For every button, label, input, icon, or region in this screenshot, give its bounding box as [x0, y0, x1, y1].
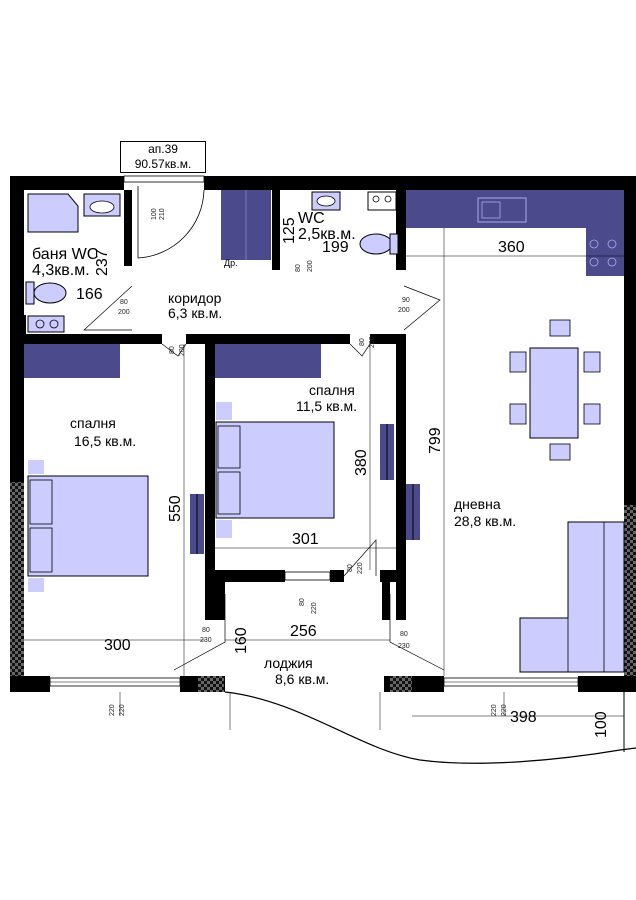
dr-label: Др. [224, 258, 238, 268]
dim-100: 100 [593, 711, 610, 738]
radiators [190, 424, 420, 554]
interior-walls [20, 190, 406, 620]
opening-2-w: 80 [120, 299, 128, 306]
dim-301: 301 [292, 531, 319, 548]
kitchen-fixtures [477, 197, 617, 267]
loggia-name: лоджия [264, 655, 313, 671]
entry-door [123, 175, 205, 259]
bath-area: 4,3кв.м. [32, 262, 90, 279]
opening-3-h: 200 [307, 260, 314, 272]
opening-10-h: 230 [398, 643, 410, 650]
living-area: 28,8 кв.м. [454, 513, 516, 529]
dim-550: 550 [167, 495, 184, 522]
opening-4-h: 200 [398, 307, 410, 314]
dim-380: 380 [353, 449, 370, 476]
opening-2-h: 200 [118, 309, 130, 316]
opening-8-h: 220 [311, 602, 318, 614]
opening-dimensions: 100 210 80 200 80 200 90 200 80 200 80 2… [109, 208, 508, 716]
dim-256: 256 [290, 623, 317, 640]
exterior-walls [10, 176, 636, 692]
opening-4-w: 90 [402, 297, 410, 304]
wardrobes [24, 190, 624, 378]
dining-table [509, 319, 601, 461]
dim-125: 125 [281, 217, 298, 244]
opening-1-w: 100 [151, 208, 158, 220]
opening-10-w: 80 [400, 631, 408, 638]
sofa [519, 521, 625, 673]
wc-area: 2,5кв.м. [298, 226, 356, 243]
opening-11-w: 220 [109, 704, 116, 716]
apartment-number: ап.39 [148, 142, 178, 156]
apartment-area: 90.57кв.м. [134, 157, 192, 171]
bed-bedroom1 [27, 460, 149, 592]
opening-3-w: 80 [295, 264, 302, 272]
dim-166: 166 [76, 286, 103, 303]
opening-6-h: 200 [369, 336, 376, 348]
loggia-railing [224, 691, 636, 764]
opening-9-h: 230 [200, 637, 212, 644]
dim-799: 799 [427, 427, 444, 454]
dim-300: 300 [104, 637, 131, 654]
living-name: дневна [454, 496, 501, 512]
opening-6-w: 80 [359, 338, 366, 346]
wc-name: WC [298, 210, 325, 227]
opening-12-w: 220 [491, 704, 498, 716]
windows [49, 571, 579, 687]
dim-398: 398 [510, 709, 537, 726]
opening-7-h: 220 [357, 562, 364, 574]
opening-1-h: 210 [159, 208, 166, 220]
apartment-label: ап.39 90.57кв.м. [120, 141, 206, 173]
opening-9-w: 80 [202, 627, 210, 634]
bath-name: баня WC [32, 246, 98, 263]
bedroom1-name: спалня [70, 415, 116, 431]
corridor-area: 6,3 кв.м. [168, 305, 222, 321]
opening-5-w: 80 [169, 346, 176, 354]
bathroom-fixtures [25, 191, 399, 333]
dimension-lines [24, 228, 624, 730]
opening-8-w: 80 [299, 598, 306, 606]
dim-237: 237 [94, 249, 111, 276]
corridor-name: коридор [168, 290, 222, 306]
dim-199: 199 [322, 239, 349, 256]
bed-bedroom2 [215, 402, 335, 538]
loggia-area: 8,6 кв.м. [275, 671, 329, 687]
bedroom2-name: спалня [309, 382, 355, 398]
bedroom2-area: 11,5 кв.м. [296, 398, 357, 414]
bedroom1-area: 16,5 кв.м. [74, 433, 136, 449]
opening-12-h: 220 [501, 704, 508, 716]
door-swings [83, 285, 445, 671]
dim-360: 360 [498, 239, 525, 256]
opening-11-h: 220 [119, 704, 126, 716]
opening-5-h: 200 [179, 344, 186, 356]
dim-160: 160 [233, 627, 250, 654]
opening-7-w: 80 [347, 564, 354, 572]
